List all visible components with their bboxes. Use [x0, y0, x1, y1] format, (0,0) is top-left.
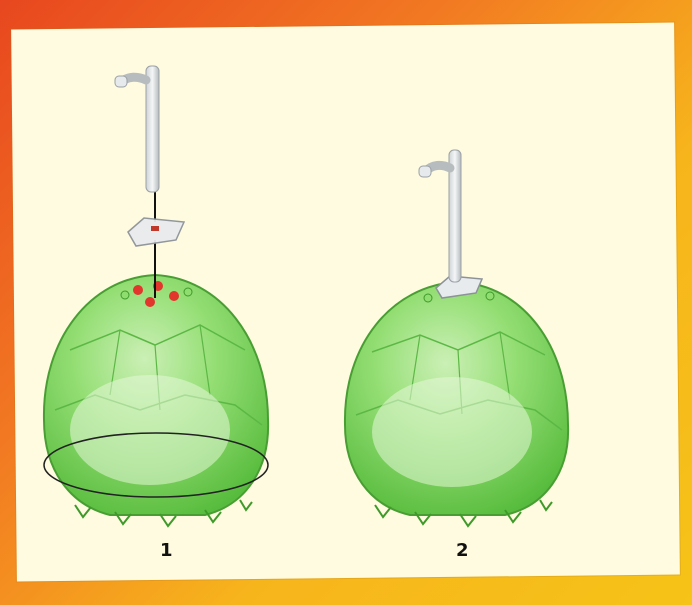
step-1-assembly: [44, 66, 268, 526]
lamp-post-icon: [115, 66, 159, 192]
lamp-post-icon: [419, 150, 461, 282]
step-number-1: 1: [160, 540, 173, 561]
step-number-2: 2: [456, 540, 469, 561]
step-2-assembly: [345, 150, 568, 526]
egg-dome-icon: [44, 275, 268, 526]
flat-tile-icon: [128, 218, 184, 246]
egg-dome-icon: [345, 282, 568, 526]
